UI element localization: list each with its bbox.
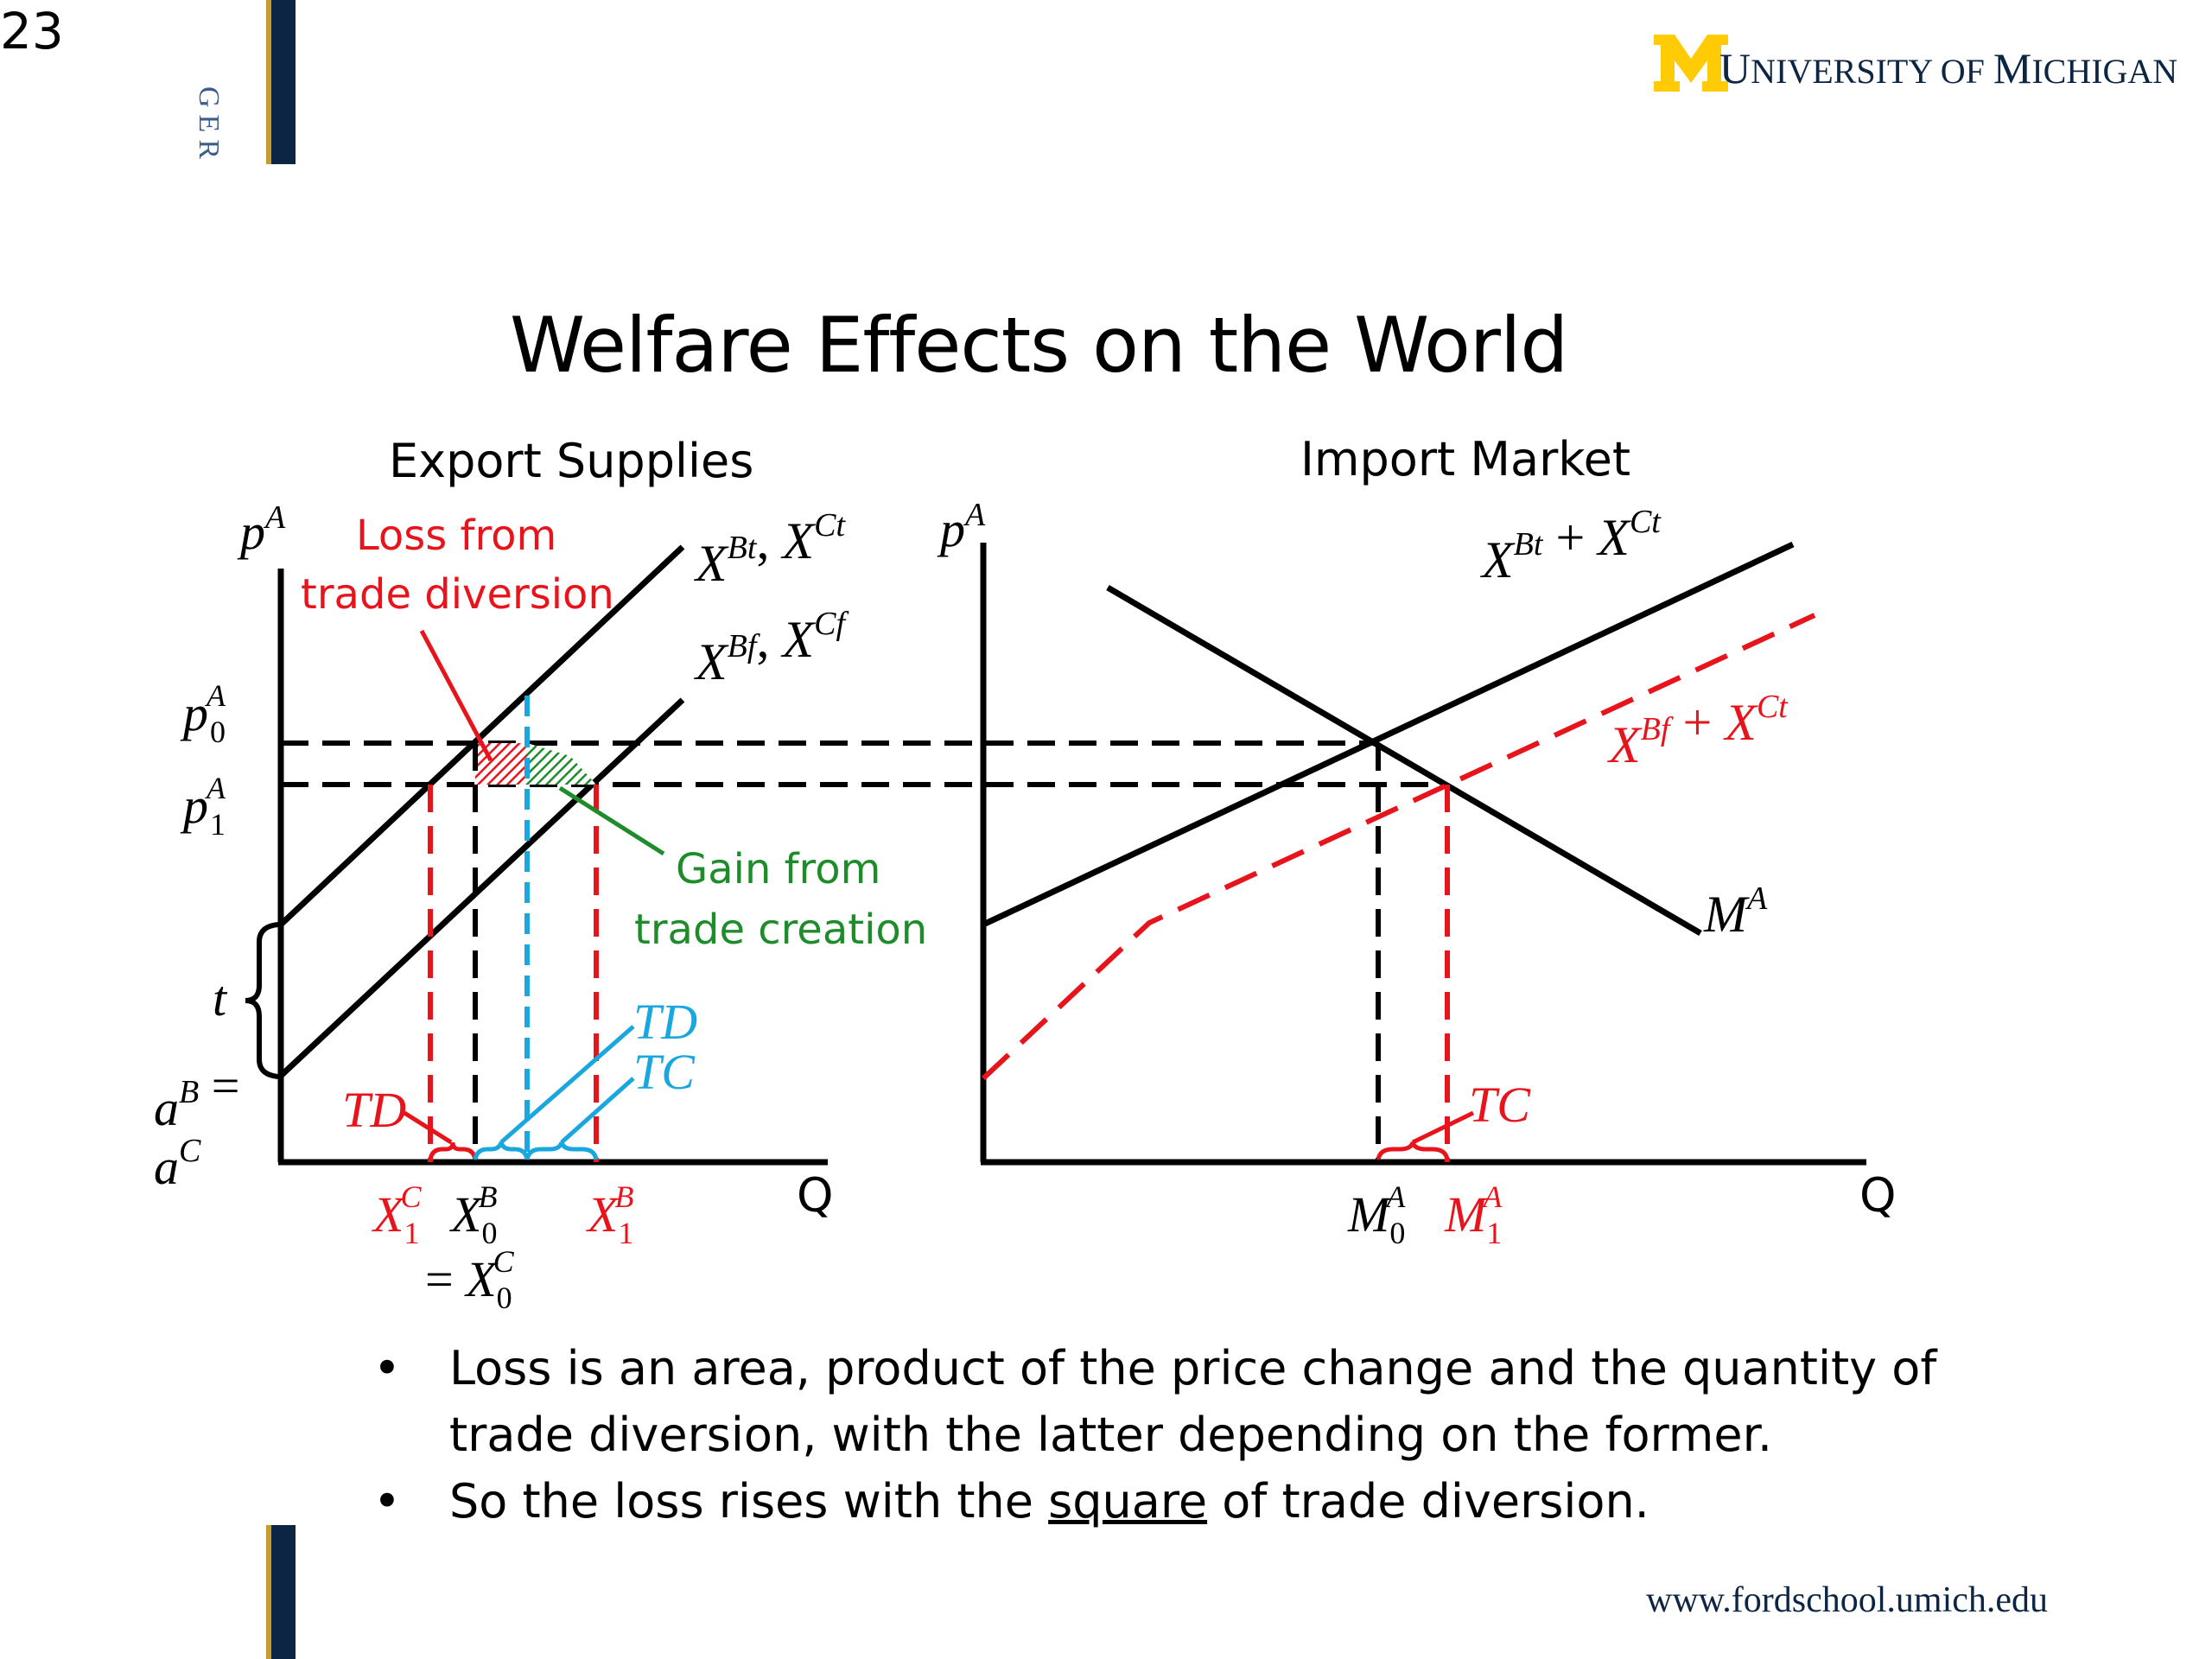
td-red-pointer — [403, 1110, 453, 1145]
tc-red-label: TC — [1469, 1077, 1531, 1133]
tc-red-pointer — [1411, 1110, 1475, 1145]
bullet-dot-icon: • — [373, 1341, 401, 1395]
slide-number: 23 — [0, 2, 64, 60]
left-panel-title: Export Supplies — [389, 434, 753, 488]
tick-m0: M0A — [1347, 1179, 1406, 1250]
decorative-bar-top — [266, 0, 296, 164]
right-panel-title: Import Market — [1300, 432, 1630, 486]
label-ac: aC — [154, 1133, 201, 1195]
gain-pointer — [558, 785, 665, 856]
gain-area — [527, 743, 596, 830]
gain-label-line1: Gain from — [676, 845, 880, 893]
curve-demand-label: MA — [1703, 880, 1768, 943]
left-x-axis-label: Q — [797, 1168, 834, 1223]
tick-m1: M1A — [1444, 1179, 1503, 1250]
decorative-bar-bottom — [266, 1525, 296, 1659]
label-t: t — [213, 970, 228, 1027]
right-supply-free — [981, 613, 1816, 1081]
gain-label-line2: trade creation — [634, 906, 927, 954]
university-logo-icon — [1654, 35, 1728, 92]
tc-blue-label: TC — [633, 1044, 696, 1100]
bullet-list: • Loss is an area, product of the price … — [373, 1335, 1972, 1535]
loss-label-line2: trade diversion — [301, 570, 614, 619]
right-x-axis-label: Q — [1859, 1168, 1897, 1223]
university-name: UNIVERSITY OF MICHIGAN — [1719, 44, 2178, 92]
tick-x0b: X0B — [449, 1179, 497, 1250]
page-title: Welfare Effects on the World — [510, 301, 1568, 390]
bullet-item: • So the loss rises with the square of t… — [373, 1468, 1972, 1535]
tick-x1c: X1C — [372, 1179, 422, 1250]
loss-label-line1: Loss from — [356, 512, 556, 560]
td-blue-label: TD — [633, 994, 697, 1050]
label-p0: p0A — [180, 678, 226, 749]
loss-pointer — [419, 629, 493, 762]
td-blue-pointer — [499, 1025, 635, 1144]
right-supply-tariff — [982, 541, 1795, 928]
bullet-text: Loss is an area, product of the price ch… — [449, 1341, 1937, 1462]
vertical-tag: GER — [193, 86, 225, 166]
left-y-axis-label: pA — [237, 499, 286, 560]
curve-lower-label: XBf, XCf — [694, 606, 849, 690]
tick-x0c: = X0C — [425, 1244, 515, 1315]
brace-t — [245, 922, 279, 1079]
bullet-text-pre: So the loss rises with the — [449, 1474, 1049, 1529]
right-demand — [1106, 584, 1702, 937]
bullet-item: • Loss is an area, product of the price … — [373, 1335, 1972, 1468]
brace-td-red — [428, 1141, 478, 1160]
bullet-dot-icon: • — [373, 1474, 401, 1529]
td-red-label: TD — [342, 1082, 406, 1138]
tick-x1b: X1B — [586, 1179, 633, 1250]
tc-blue-pointer — [560, 1077, 635, 1144]
left-supply-upper — [278, 544, 685, 927]
brace-tc-red — [1376, 1141, 1450, 1160]
right-y-axis-label: pA — [937, 497, 986, 557]
label-p1: p1A — [180, 771, 226, 842]
label-ab: aB = — [154, 1058, 239, 1136]
bullet-text-underlined: square — [1048, 1474, 1208, 1529]
curve-upper-label: XBt, XCt — [694, 507, 846, 592]
brace-tc-blue — [524, 1141, 599, 1160]
curve-supply-free-label: XBf + XCt — [1607, 689, 1789, 773]
curve-supply-tariff-label: XBt + XCt — [1480, 504, 1662, 588]
left-supply-lower — [278, 697, 685, 1078]
footer-url: www.fordschool.umich.edu — [1646, 1580, 2049, 1620]
brace-td-blue — [473, 1141, 530, 1160]
bullet-text-post: of trade diversion. — [1207, 1474, 1649, 1529]
